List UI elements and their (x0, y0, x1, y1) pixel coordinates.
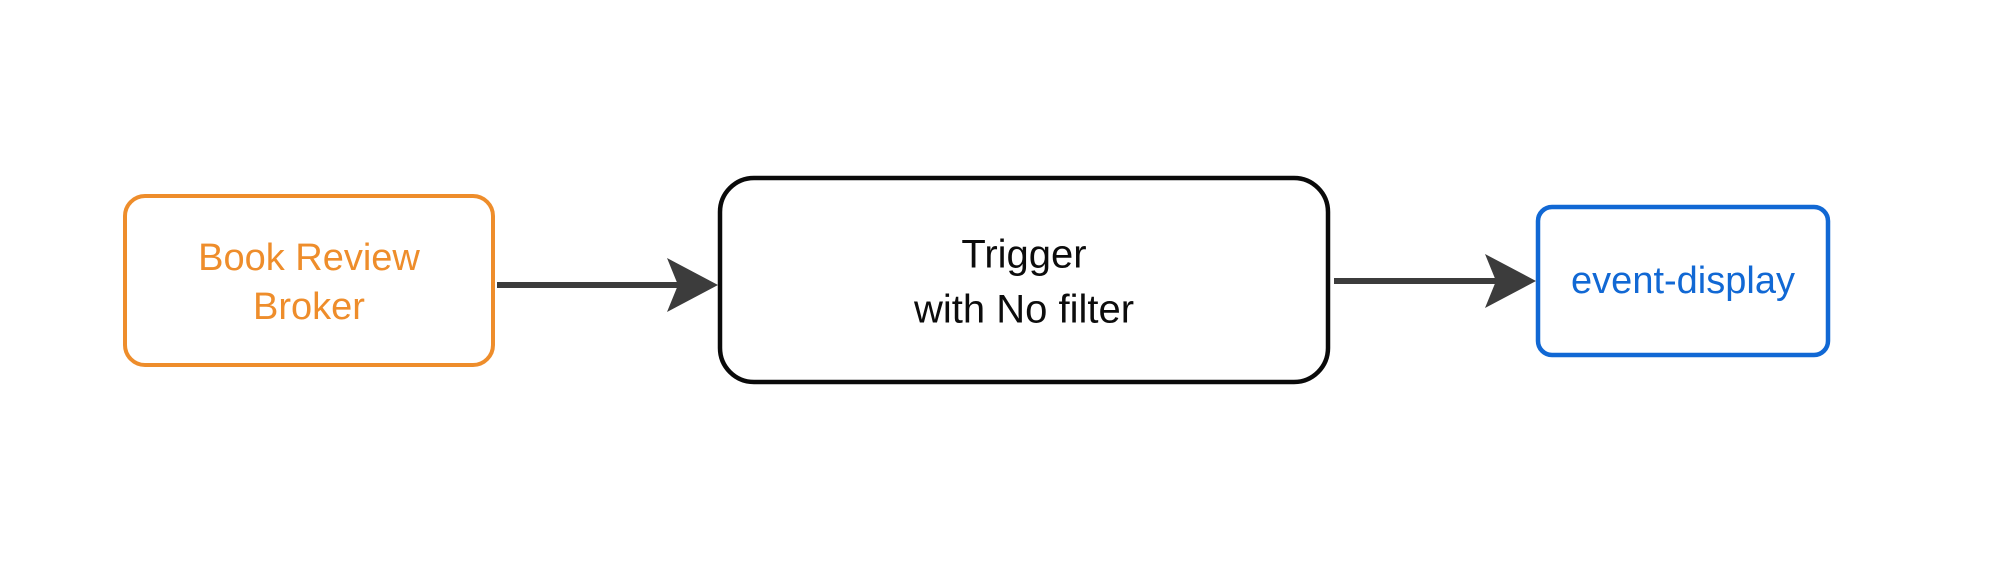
event-display-label: event-display (1571, 260, 1795, 302)
trigger-label-line1: Trigger (961, 233, 1086, 277)
arrowhead-trigger-to-event-display (1485, 254, 1536, 308)
edge-trigger-to-event-display (1334, 254, 1536, 308)
node-event-display[interactable]: event-display (1535, 204, 1831, 358)
edge-broker-to-trigger (497, 258, 718, 312)
broker-label-line2: Broker (253, 286, 365, 328)
arrowhead-broker-to-trigger (667, 258, 718, 312)
node-trigger[interactable]: Trigger with No filter (717, 175, 1331, 385)
event-display-box[interactable] (1535, 204, 1831, 358)
trigger-box[interactable] (717, 175, 1331, 385)
trigger-label-line2: with No filter (913, 288, 1134, 332)
broker-label-line1: Book Review (198, 237, 420, 279)
broker-box[interactable] (123, 194, 495, 367)
node-broker[interactable]: Book Review Broker (123, 194, 495, 367)
